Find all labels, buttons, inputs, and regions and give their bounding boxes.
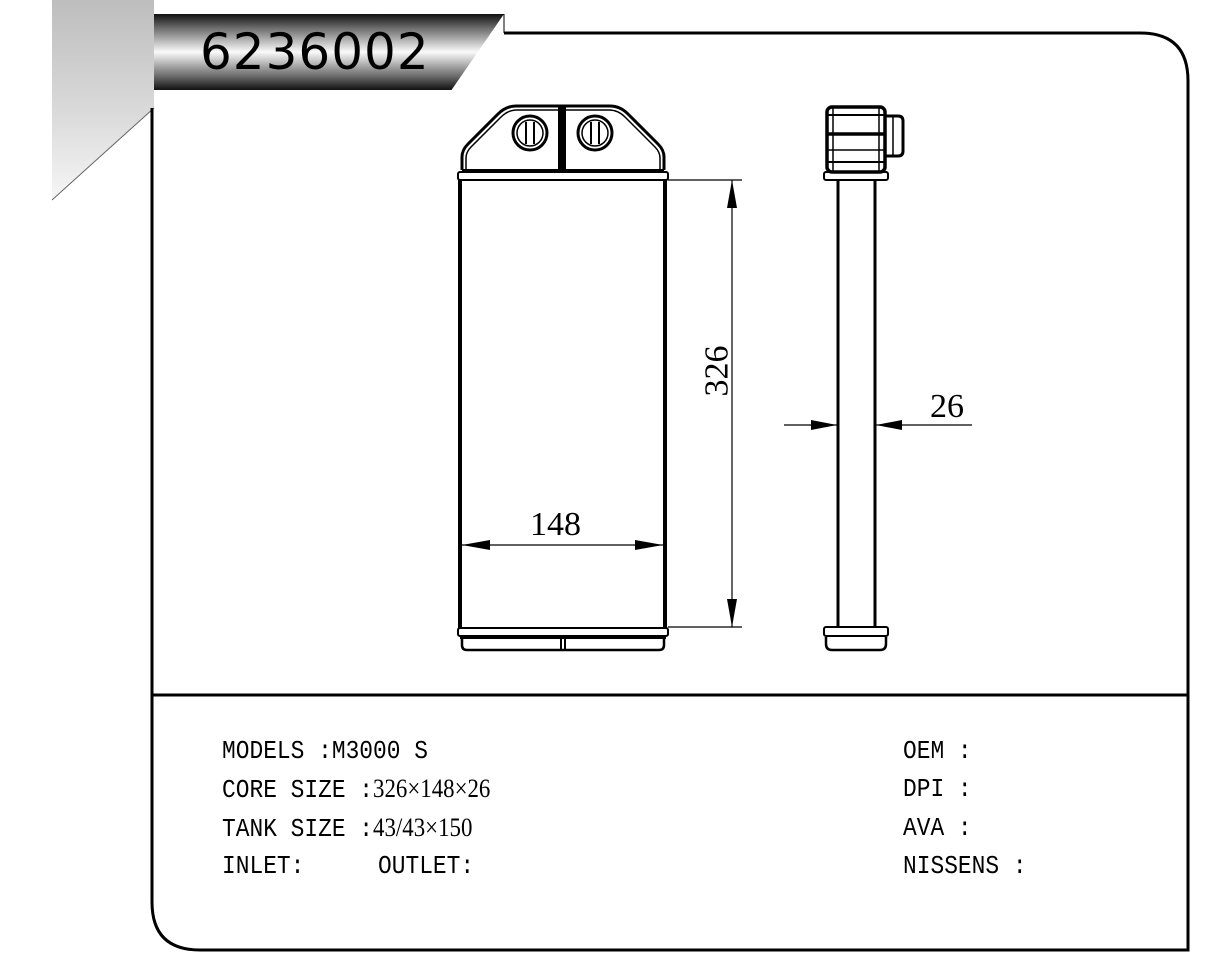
depth-dimension [784, 420, 972, 430]
tank-size-row: TANK SIZE :43/43×150 [222, 809, 472, 848]
front-view-heater-core [457, 104, 669, 652]
models-label: MODELS : [222, 736, 332, 766]
inlet-label: INLET: [222, 851, 305, 881]
models-row: MODELS :M3000 S [222, 732, 428, 770]
dpi-label: DPI : [903, 774, 972, 804]
width-dimension [462, 540, 663, 550]
height-dimension [668, 179, 742, 628]
core-size-value: 326×148×26 [373, 774, 491, 803]
models-value: M3000 S [331, 736, 428, 766]
ava-label: AVA : [903, 813, 972, 843]
tank-size-value: 43/43×150 [373, 813, 473, 842]
core-size-label: CORE SIZE : [222, 775, 374, 805]
depth-dimension-label: 26 [930, 388, 964, 425]
part-number-title: 6236002 [200, 23, 430, 81]
nissens-label: NISSENS : [903, 851, 1027, 881]
outlet-label: OUTLET: [378, 851, 475, 881]
title-banner [154, 14, 504, 90]
oem-label: OEM : [903, 736, 972, 766]
height-dimension-label: 326 [698, 345, 736, 397]
side-view-heater-core [823, 105, 905, 652]
width-dimension-label: 148 [530, 506, 581, 543]
drawing-frame [150, 31, 1190, 952]
tank-size-label: TANK SIZE : [222, 814, 374, 844]
core-size-row: CORE SIZE :326×148×26 [222, 770, 490, 809]
